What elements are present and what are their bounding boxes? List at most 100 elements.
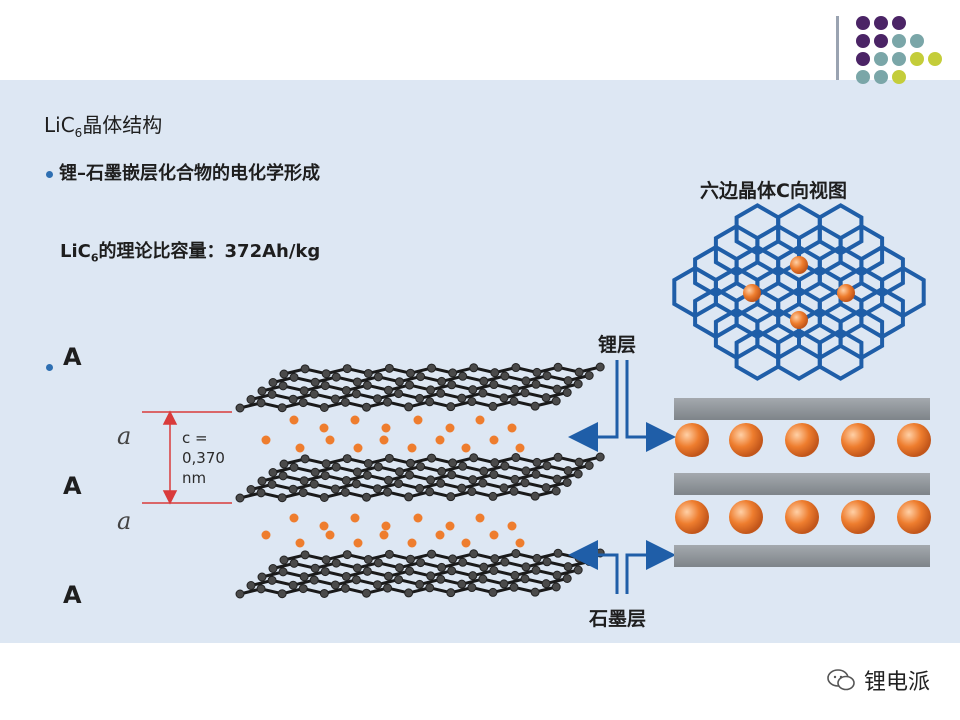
- carbon-atom: [426, 571, 436, 581]
- lithium-ion: [413, 415, 423, 425]
- carbon-atom: [330, 484, 340, 494]
- carbon-atom: [437, 466, 447, 476]
- graphite-sheet: [235, 548, 605, 599]
- carbon-bond: [250, 577, 568, 587]
- carbon-atom: [235, 589, 245, 599]
- carbon-atom: [500, 557, 510, 567]
- lithium-ion: [435, 530, 445, 540]
- lithium-ion: [325, 435, 335, 445]
- carbon-bond: [283, 455, 601, 466]
- lithium-atom: [790, 311, 808, 329]
- carbon-atom: [488, 587, 498, 597]
- carbon-atom: [563, 376, 573, 386]
- carbon-atom: [373, 462, 383, 472]
- carbon-atom: [340, 583, 350, 593]
- carbon-atom: [405, 470, 415, 480]
- carbon-atom: [299, 476, 309, 486]
- carbon-atom: [298, 584, 308, 594]
- carbon-atom: [489, 566, 499, 576]
- carbon-atom: [509, 396, 519, 406]
- carbon-atom: [499, 393, 509, 403]
- carbon-atom: [394, 377, 404, 387]
- carbon-atom: [383, 475, 393, 485]
- carbon-atom: [405, 458, 415, 468]
- carbon-bond: [272, 464, 590, 474]
- hex-lattice: [672, 203, 926, 381]
- lithium-atom: [675, 500, 709, 534]
- lithium-ion: [515, 443, 525, 453]
- carbon-atom: [279, 459, 289, 469]
- carbon-atom: [425, 487, 435, 497]
- lithium-atom: [841, 500, 875, 534]
- carbon-atom: [427, 549, 437, 559]
- carbon-bond: [272, 560, 590, 570]
- carbon-atom: [499, 483, 509, 493]
- carbon-atom: [341, 385, 351, 395]
- carbon-atom: [457, 393, 467, 403]
- stack-letter-1: A: [63, 343, 82, 371]
- lithium-ion: [407, 443, 417, 453]
- carbon-atom: [235, 493, 245, 503]
- lithium-atom: [897, 500, 931, 534]
- carbon-bond: [261, 472, 579, 483]
- carbon-atom: [309, 575, 319, 585]
- carbon-atom: [331, 558, 341, 568]
- carbon-atom: [562, 574, 572, 583]
- carbon-atom: [551, 486, 561, 496]
- carbon-atom: [362, 380, 372, 390]
- lithium-ion: [353, 443, 363, 453]
- carbon-atom: [372, 394, 382, 404]
- carbon-atom: [330, 394, 340, 404]
- graphite-layer-arrows: [568, 540, 676, 594]
- carbon-atom: [361, 492, 371, 502]
- carbon-atom: [468, 385, 478, 395]
- lithium-ion: [445, 423, 455, 433]
- carbon-atom: [520, 388, 530, 398]
- carbon-atom: [319, 402, 329, 412]
- carbon-atom: [309, 389, 319, 399]
- graphite-sheets: [235, 362, 605, 599]
- lithium-atom: [790, 256, 808, 274]
- carbon-atom: [415, 393, 425, 403]
- carbon-atom: [478, 478, 488, 488]
- lithium-ion: [445, 521, 455, 531]
- carbon-atom: [437, 562, 447, 572]
- carbon-atom: [574, 367, 584, 377]
- lithium-ion: [350, 415, 360, 425]
- carbon-atom: [342, 454, 352, 464]
- carbon-atom: [299, 572, 309, 582]
- carbon-atom: [584, 557, 594, 566]
- lithium-atom: [897, 423, 931, 457]
- carbon-atom: [467, 487, 477, 497]
- carbon-atom: [257, 386, 267, 396]
- carbon-atom: [256, 584, 266, 594]
- interlayer-symbol-bottom: a: [117, 507, 132, 535]
- carbon-atom: [331, 372, 341, 382]
- carbon-atom: [289, 462, 299, 472]
- carbon-atom: [541, 393, 551, 403]
- carbon-atom: [394, 563, 404, 573]
- lithium-atom: [785, 500, 819, 534]
- carbon-atom: [595, 452, 605, 462]
- lithium-ion: [319, 423, 329, 433]
- carbon-atom: [405, 566, 415, 576]
- carbon-bond: [272, 374, 590, 384]
- carbon-atom: [532, 367, 542, 377]
- lithium-ion: [353, 538, 363, 548]
- lithium-ion: [381, 521, 391, 531]
- carbon-atom: [574, 457, 584, 467]
- carbon-atom: [531, 565, 541, 575]
- carbon-atom: [298, 488, 308, 498]
- carbon-atom: [500, 371, 510, 381]
- carbon-atom: [363, 554, 373, 564]
- lithium-layer-label: 锂层: [598, 334, 637, 356]
- carbon-atom: [300, 454, 310, 464]
- carbon-atom: [447, 470, 457, 480]
- carbon-atom: [467, 397, 477, 407]
- carbon-atom: [468, 475, 478, 485]
- carbon-atom: [320, 471, 330, 481]
- lithium-ion: [461, 538, 471, 548]
- carbon-atom: [404, 402, 414, 412]
- lithium-ion: [413, 513, 423, 523]
- carbon-atom: [321, 459, 331, 469]
